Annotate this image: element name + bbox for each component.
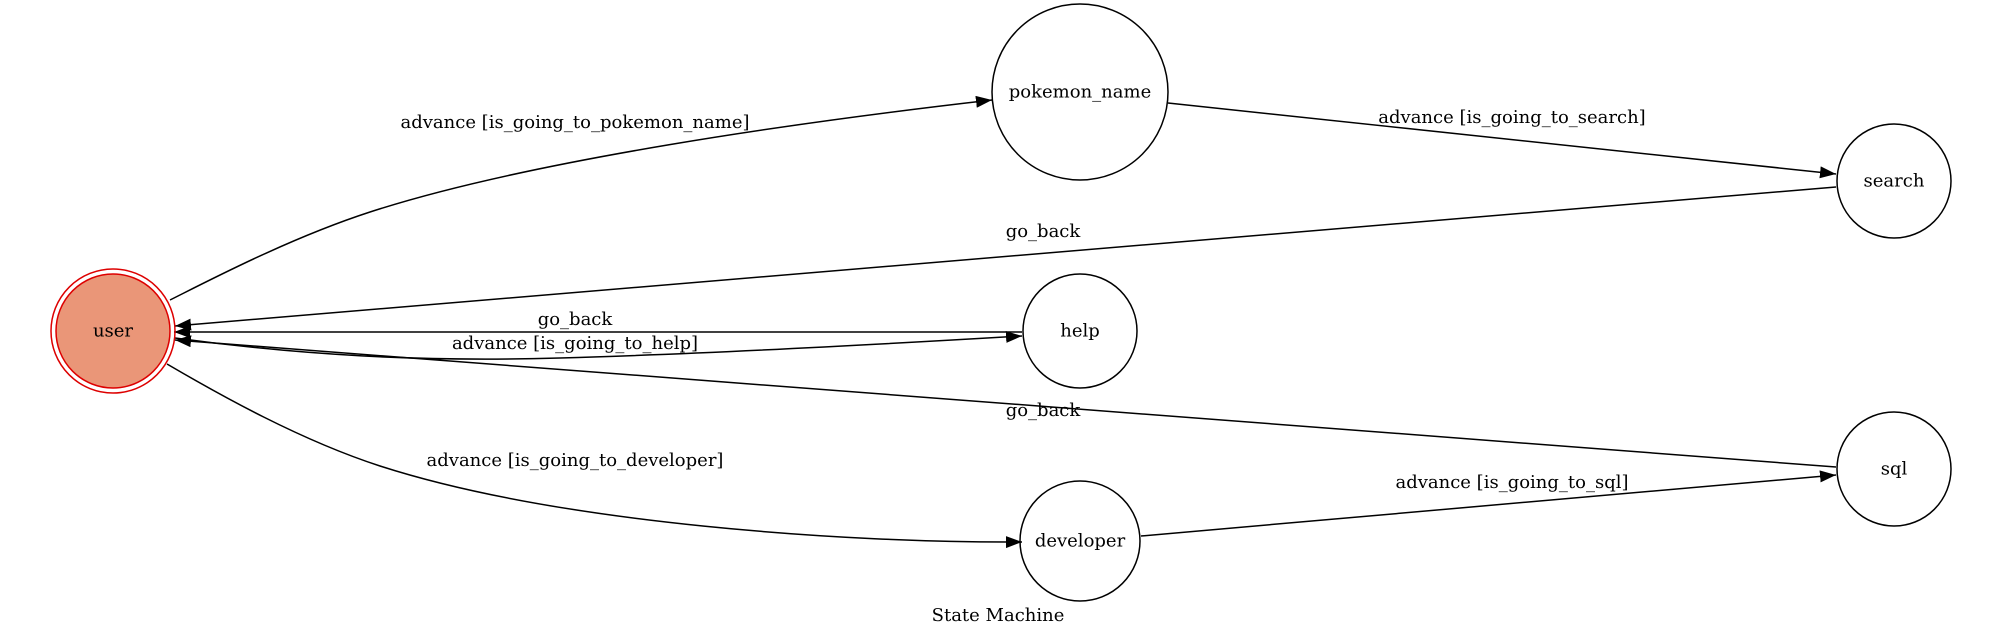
edge-label-pokemon-name-to-search: advance [is_going_to_search] <box>1378 107 1645 128</box>
state-node-developer: developer <box>1019 480 1141 602</box>
edge-label-developer-to-sql: advance [is_going_to_sql] <box>1395 472 1628 493</box>
edge-user-to-pokemon-name <box>169 95 993 301</box>
state-node-search: search <box>1836 123 1952 239</box>
state-pokemon-name-circle <box>991 3 1169 181</box>
state-help-circle <box>1022 273 1138 389</box>
state-node-user: user <box>50 268 176 394</box>
edge-label-user-to-developer: advance [is_going_to_developer] <box>427 450 724 471</box>
state-label-sql: sql <box>1881 459 1908 480</box>
state-label-developer: developer <box>1035 531 1126 552</box>
state-search-circle <box>1836 123 1952 239</box>
edge-label-user-to-help: advance [is_going_to_help] <box>452 333 698 354</box>
edge-user-to-help <box>174 330 1023 360</box>
edge-label-help-to-user: go_back <box>538 309 614 330</box>
state-node-sql: sql <box>1836 411 1952 527</box>
edge-label-search-to-user: go_back <box>1006 221 1082 242</box>
state-node-help: help <box>1022 273 1138 389</box>
state-label-pokemon-name: pokemon_name <box>1009 82 1151 103</box>
state-label-help: help <box>1060 321 1100 342</box>
edge-sql-to-user <box>174 335 1837 468</box>
state-node-pokemon-name: pokemon_name <box>991 3 1169 181</box>
edge-developer-to-sql <box>1140 470 1837 537</box>
state-developer-circle <box>1019 480 1141 602</box>
edge-label-user-to-pokemon-name: advance [is_going_to_pokemon_name] <box>400 112 749 133</box>
edge-search-to-user <box>174 186 1837 331</box>
state-sql-circle <box>1836 411 1952 527</box>
state-label-user: user <box>93 321 133 342</box>
state-user-circle <box>55 273 171 389</box>
edge-pokemon-name-to-search <box>1167 102 1837 179</box>
edge-label-sql-to-user: go_back <box>1006 400 1082 421</box>
state-label-search: search <box>1864 171 1925 192</box>
diagram-caption: State Machine <box>932 605 1065 626</box>
state-user-outer-ring <box>50 268 176 394</box>
edge-user-to-developer <box>166 363 1023 549</box>
